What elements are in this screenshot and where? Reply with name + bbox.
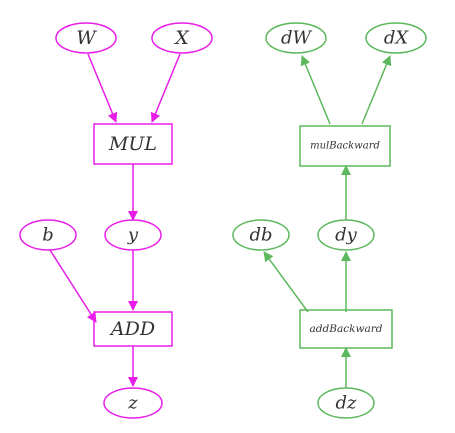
node-ADD-label: ADD <box>109 318 155 340</box>
node-dW-label: dW <box>281 28 313 49</box>
node-y-label: y <box>127 225 139 246</box>
node-W-label: W <box>76 27 97 49</box>
node-ADD-box <box>93 311 173 347</box>
node-X-ellipse <box>151 22 213 54</box>
node-addBackward-label: addBackward <box>310 323 383 335</box>
edge-b-to-ADD <box>49 249 97 323</box>
edge-X-to-MUL <box>150 53 181 123</box>
node-dX-ellipse <box>365 22 427 54</box>
edge-mulBackward-to-dX <box>361 55 392 125</box>
node-dX-label: dX <box>384 28 410 49</box>
node-b-label: b <box>42 225 54 246</box>
node-y-ellipse <box>104 219 162 251</box>
node-db-ellipse <box>232 219 290 251</box>
node-addBackward-box <box>299 309 393 349</box>
node-dz-ellipse <box>317 387 375 419</box>
edge-W-to-MUL <box>87 53 118 123</box>
node-z-ellipse <box>103 387 163 419</box>
node-db-label: db <box>249 225 272 246</box>
node-mulBackward-box <box>299 125 391 167</box>
node-W-ellipse <box>55 22 117 54</box>
node-X-label: X <box>173 27 190 49</box>
edge-mulBackward-to-dW <box>300 55 331 125</box>
node-b-ellipse <box>19 219 77 251</box>
node-dy-ellipse <box>317 219 375 251</box>
node-z-label: z <box>127 393 138 414</box>
node-dW-ellipse <box>265 22 327 54</box>
forward-graph <box>19 22 213 419</box>
node-MUL-box <box>93 123 173 165</box>
backward-graph <box>232 22 427 419</box>
edge-addBackward-to-db <box>263 251 309 313</box>
node-dz-label: dz <box>335 393 357 414</box>
node-MUL-label: MUL <box>108 133 157 155</box>
node-dy-label: dy <box>335 225 358 246</box>
node-mulBackward-label: mulBackward <box>310 141 380 152</box>
